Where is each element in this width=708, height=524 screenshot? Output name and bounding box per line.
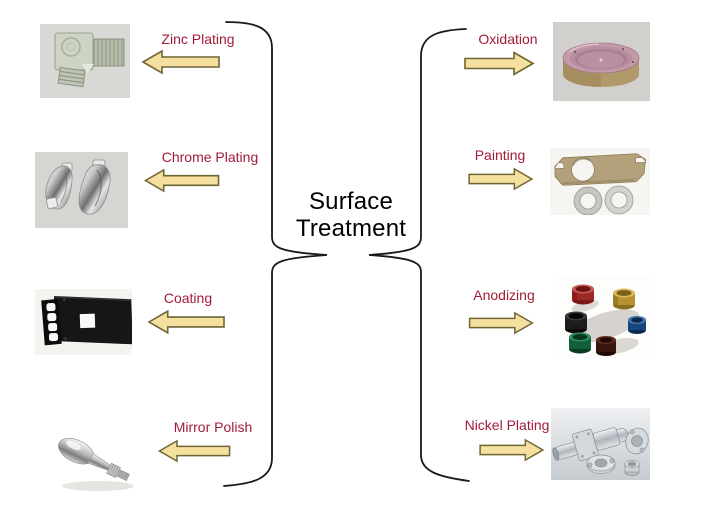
label-nickel-plating: Nickel Plating [464, 417, 550, 433]
chrome-plated-handle-parts-photo [35, 152, 128, 228]
right-arrow-icon [464, 51, 535, 76]
left-arrow-icon [143, 168, 220, 193]
label-oxidation: Oxidation [478, 31, 538, 47]
left-arrow-icon [147, 309, 225, 335]
oxidized-round-housing-photo [553, 22, 650, 101]
right-arrow-icon [479, 438, 545, 462]
black-coated-bracket-panel-photo [35, 289, 132, 355]
right-arrow-icon [468, 167, 534, 191]
nickel-plated-shaft-parts-photo [551, 408, 650, 480]
left-arrow-icon [157, 439, 231, 463]
left-arrow-icon [141, 49, 220, 75]
label-painting: Painting [474, 147, 526, 163]
right-arrow-icon [468, 311, 534, 335]
title-line-2: Treatment [295, 215, 407, 242]
label-coating: Coating [163, 290, 213, 306]
page-title: Surface Treatment [282, 188, 420, 242]
painted-clamp-with-rings-photo [550, 148, 650, 215]
title-line-1: Surface [308, 188, 394, 215]
label-zinc-plating: Zinc Plating [161, 31, 235, 47]
anodized-colored-caps-photo [553, 276, 650, 358]
right-brace-icon [368, 28, 470, 482]
label-chrome-plating: Chrome Plating [161, 149, 259, 165]
label-mirror-polish: Mirror Polish [173, 419, 253, 435]
zinc-plated-elbow-fitting-photo [40, 24, 130, 98]
left-brace-icon [223, 21, 328, 487]
label-anodizing: Anodizing [473, 287, 535, 303]
mirror-polished-handle-photo [48, 428, 143, 495]
